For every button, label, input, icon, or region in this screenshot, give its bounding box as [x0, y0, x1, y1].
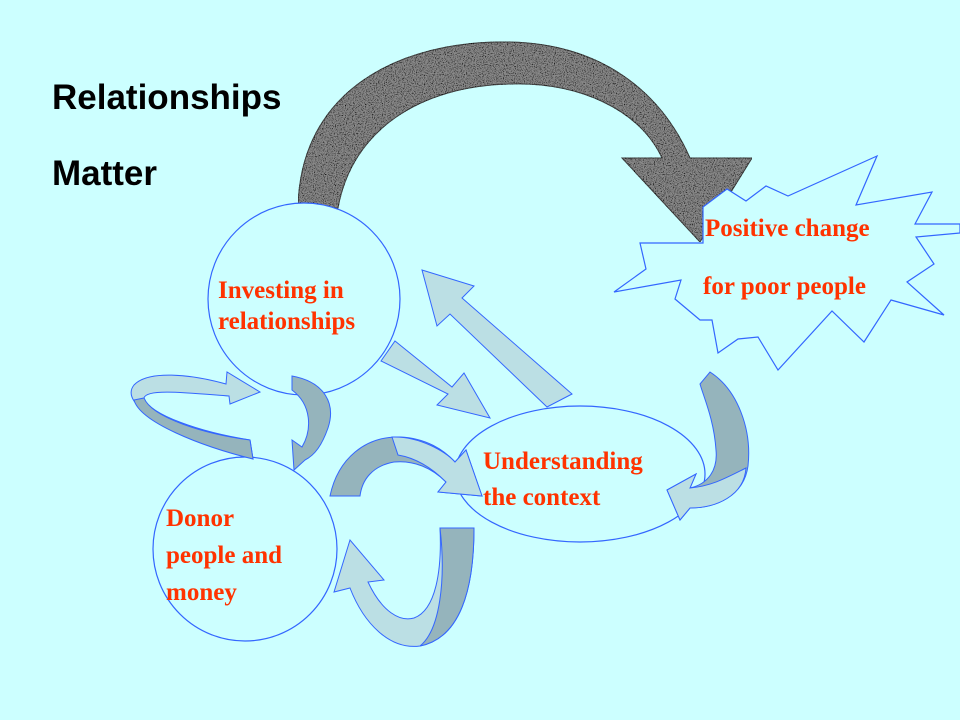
donor-label-line-2: people and	[166, 542, 283, 569]
investing-label-line-2: relationships	[218, 308, 356, 335]
title-line-1: Relationships	[52, 78, 282, 117]
positive-label-line-2: for poor people	[703, 273, 866, 300]
understanding-label-line-2: the context	[483, 484, 601, 511]
investing-label-line-1: Investing in	[218, 277, 344, 304]
positive-label-line-1: Positive change	[705, 215, 870, 242]
big-curved-arrow	[297, 41, 753, 243]
loop-arrow-donor-to-understanding-front	[391, 436, 483, 497]
understanding-label-line-1: Understanding	[483, 448, 643, 475]
loop-arrow-understanding-to-donor-back	[419, 527, 475, 647]
positive-change-burst	[613, 154, 960, 371]
investing-label: Investing in relationships	[218, 275, 355, 337]
title-line-2: Matter	[52, 154, 158, 193]
loop-arrow-donor-to-investing-back	[133, 397, 254, 460]
arrow-positive-to-understanding-head	[666, 467, 747, 521]
arrow-investing-to-understanding	[380, 340, 492, 419]
donor-label: Donor people and money	[166, 500, 282, 611]
understanding-label: Understanding the context	[483, 444, 643, 516]
donor-label-line-3: money	[166, 579, 237, 606]
arrow-understanding-to-investing	[421, 269, 573, 408]
donor-label-line-1: Donor	[166, 505, 235, 532]
arrow-investing-to-donor	[291, 375, 331, 472]
